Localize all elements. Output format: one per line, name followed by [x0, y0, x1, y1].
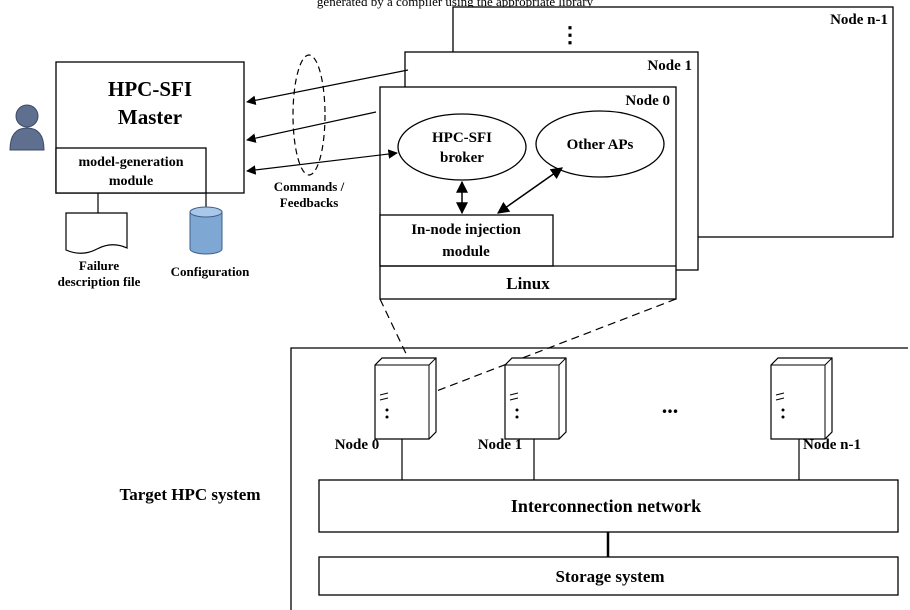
other-aps-label: Other APs: [567, 137, 634, 153]
server-icon-node-n1: [770, 357, 833, 440]
node-stack-ellipsis: ⋮: [559, 22, 581, 47]
interconnection-network-label: Interconnection network: [511, 496, 701, 516]
broker-label-line1: HPC-SFI: [432, 130, 492, 146]
node-n1-to-master-arrow: [246, 69, 409, 106]
failure-file-line1: Failure: [79, 258, 119, 273]
storage-system-box: [318, 556, 899, 596]
user-icon: [9, 104, 45, 151]
zoom-line-left: [379, 298, 411, 363]
linux-label: Linux: [506, 274, 550, 293]
other-aps-ellipse: [535, 110, 665, 178]
target-node0-label: Node 0: [335, 437, 380, 453]
nodes-ellipsis: ...: [662, 393, 679, 418]
target-node-n1-label: Node n-1: [803, 437, 861, 453]
broker-ellipse: [397, 113, 527, 181]
commands-label-line2: Feedbacks: [280, 195, 339, 210]
configuration-label: Configuration: [171, 264, 251, 279]
injection-module-line1: In-node injection: [411, 222, 521, 238]
server-icon-node0: [374, 357, 437, 440]
model-generation-module-box: [55, 147, 207, 194]
master-broker-arrow: [246, 149, 398, 175]
node-0-label: Node 0: [625, 93, 670, 109]
failure-file-line2: description file: [58, 274, 141, 289]
target-system-border: [290, 347, 908, 610]
server-icon-node1: [504, 357, 567, 440]
injection-otheraps-arrow: [497, 167, 563, 214]
node-n1-label: Node n-1: [830, 12, 888, 28]
master-title-line2: Master: [118, 105, 182, 129]
zoom-line-right: [433, 298, 677, 393]
commands-channel-ellipse: [292, 54, 326, 176]
injection-module-line2: module: [442, 244, 490, 260]
node-1-to-master-arrow: [246, 111, 377, 143]
master-title-line1: HPC-SFI: [108, 77, 192, 101]
model-generation-line1: model-generation: [79, 155, 184, 170]
target-node1-label: Node 1: [478, 437, 523, 453]
node-1-label: Node 1: [647, 58, 692, 74]
storage-system-label: Storage system: [555, 567, 664, 586]
model-generation-line2: module: [109, 174, 153, 189]
injection-module-box: [379, 214, 554, 267]
target-system-label: Target HPC system: [119, 485, 260, 504]
document-icon: [65, 212, 128, 254]
database-icon: [189, 206, 223, 255]
top-caption: generated by a compiler using the approp…: [317, 0, 594, 9]
interconnection-network-box: [318, 479, 899, 533]
broker-label-line2: broker: [440, 150, 484, 166]
commands-label-line1: Commands /: [274, 179, 345, 194]
